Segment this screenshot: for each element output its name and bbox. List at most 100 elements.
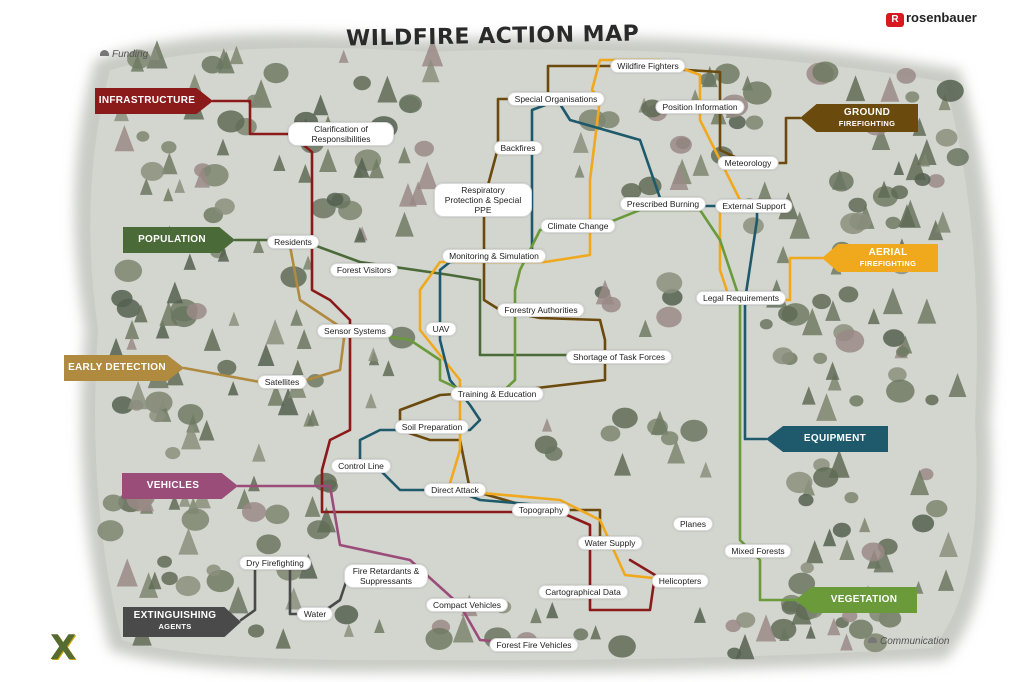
leafy-tree — [136, 131, 150, 142]
node-helicopters[interactable]: Helicopters — [651, 574, 709, 588]
node-backfires[interactable]: Backfires — [493, 141, 543, 155]
node-water-supply[interactable]: Water Supply — [577, 536, 643, 550]
leafy-tree — [912, 514, 935, 533]
pine-tree — [252, 443, 266, 462]
pine-tree — [298, 164, 313, 183]
node-soil-preparation[interactable]: Soil Preparation — [394, 420, 470, 434]
leafy-tree — [621, 183, 642, 200]
node-forest-fire-vehicles[interactable]: Forest Fire Vehicles — [489, 638, 579, 652]
node-clarification-of-responsibilities[interactable]: Clarification of Responsibilities — [288, 122, 394, 146]
pine-tree — [304, 495, 321, 517]
pine-tree — [216, 138, 230, 156]
leafy-tree — [102, 494, 124, 512]
leafy-tree — [157, 555, 172, 568]
node-legal-requirements[interactable]: Legal Requirements — [695, 291, 787, 305]
node-fire-retardants[interactable]: Fire Retardants & Suppressants — [344, 564, 428, 588]
leafy-tree — [848, 619, 873, 640]
node-dry-firefighting[interactable]: Dry Firefighting — [239, 556, 311, 570]
pine-tree — [116, 558, 138, 587]
leafy-tree — [835, 329, 865, 353]
category-infrastructure[interactable]: INFRASTRUCTURE — [95, 88, 213, 114]
node-satellites[interactable]: Satellites — [257, 375, 307, 389]
node-water[interactable]: Water — [296, 607, 334, 621]
pine-tree — [595, 279, 615, 305]
node-forest-visitors[interactable]: Forest Visitors — [329, 263, 399, 277]
leafy-tree — [925, 394, 939, 406]
node-mixed-forests[interactable]: Mixed Forests — [724, 544, 792, 558]
category-equipment[interactable]: EQUIPMENT — [766, 426, 888, 452]
node-meteorology[interactable]: Meteorology — [717, 156, 779, 170]
pine-tree — [354, 226, 366, 243]
pine-tree — [779, 627, 790, 642]
pine-tree — [273, 154, 286, 171]
pine-tree — [650, 410, 670, 435]
pine-tree — [541, 418, 553, 432]
node-position-information[interactable]: Position Information — [655, 100, 745, 114]
node-compact-vehicles[interactable]: Compact Vehicles — [425, 598, 509, 612]
category-population[interactable]: POPULATION — [123, 227, 235, 253]
node-forestry-authorities[interactable]: Forestry Authorities — [497, 303, 585, 317]
node-special-organisations[interactable]: Special Organisations — [507, 92, 605, 106]
pine-tree — [859, 517, 871, 533]
brand-mark-icon: R — [886, 13, 904, 27]
node-respiratory-protection[interactable]: Respiratory Protection & Special PPE — [434, 183, 532, 217]
leafy-tree — [326, 192, 344, 207]
leafy-tree — [759, 318, 773, 330]
pine-tree — [801, 386, 816, 405]
leafy-tree — [186, 302, 207, 320]
node-wildfire-fighters[interactable]: Wildfire Fighters — [610, 59, 686, 73]
node-sensor-systems[interactable]: Sensor Systems — [317, 324, 393, 338]
leafy-tree — [313, 472, 337, 492]
map-title: WILDFIRE ACTION MAP — [345, 21, 640, 52]
node-climate-change[interactable]: Climate Change — [540, 219, 616, 233]
pine-tree — [877, 180, 891, 198]
pine-tree — [248, 475, 260, 492]
leafy-tree — [399, 96, 420, 113]
leafy-tree — [140, 161, 165, 181]
leafy-tree — [891, 185, 909, 200]
leafy-tree — [612, 407, 638, 429]
category-vehicles[interactable]: VEHICLES — [122, 473, 238, 499]
node-external-support[interactable]: External Support — [715, 199, 793, 213]
node-uav[interactable]: UAV — [425, 322, 457, 336]
pine-tree — [867, 308, 880, 325]
node-residents[interactable]: Residents — [267, 235, 319, 249]
node-planes[interactable]: Planes — [673, 517, 713, 531]
pine-tree — [306, 409, 320, 426]
node-direct-attack[interactable]: Direct Attack — [424, 483, 486, 497]
node-prescribed-burning[interactable]: Prescribed Burning — [619, 197, 707, 211]
node-monitoring-simulation[interactable]: Monitoring & Simulation — [442, 249, 546, 263]
leafy-tree — [927, 174, 945, 188]
pine-tree — [574, 164, 585, 178]
leafy-tree — [680, 419, 708, 442]
node-control-line[interactable]: Control Line — [331, 459, 391, 473]
node-training-education[interactable]: Training & Education — [450, 387, 544, 401]
node-topography[interactable]: Topography — [511, 503, 571, 517]
leafy-tree — [353, 75, 371, 91]
node-cartographical-data[interactable]: Cartographical Data — [538, 585, 628, 599]
pine-tree — [839, 539, 855, 560]
leafy-tree — [883, 329, 905, 347]
pine-tree — [194, 166, 211, 188]
pine-tree — [139, 572, 159, 598]
pine-tree — [934, 211, 951, 233]
leafy-tree — [745, 115, 764, 130]
pine-tree — [928, 219, 944, 241]
category-vegetation[interactable]: VEGETATION — [795, 587, 917, 613]
pine-tree — [161, 152, 178, 175]
category-sublabel: FIREFIGHTING — [838, 119, 896, 128]
pine-tree — [114, 125, 135, 152]
category-early-detection[interactable]: EARLY DETECTION — [64, 355, 184, 381]
pine-tree — [590, 625, 601, 640]
pine-tree — [828, 449, 850, 478]
node-shortage-of-task-forces[interactable]: Shortage of Task Forces — [566, 350, 672, 364]
pine-tree — [353, 164, 364, 178]
leafy-tree — [728, 115, 746, 130]
pine-tree — [827, 617, 841, 636]
leafy-tree — [844, 491, 859, 504]
pine-tree — [312, 94, 329, 116]
